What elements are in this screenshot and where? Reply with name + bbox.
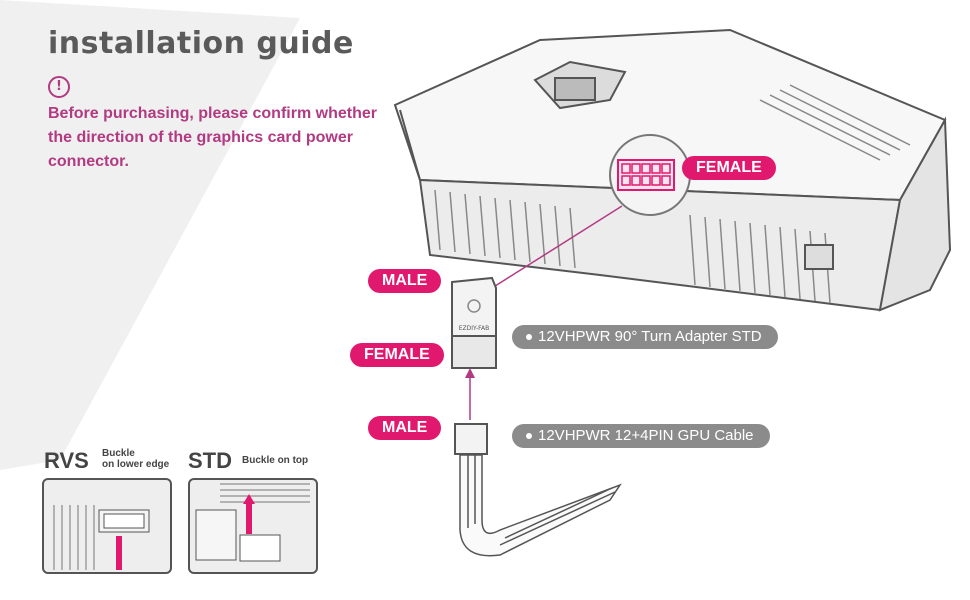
page-title: installation guide: [48, 26, 354, 61]
exclamation-circle-icon: !: [48, 76, 70, 98]
purchase-notice: Before purchasing, please confirm whethe…: [48, 105, 377, 170]
adapter-female-label: FEMALE: [350, 343, 444, 367]
std-variant-illustration: [188, 478, 318, 574]
cable-male-label: MALE: [368, 416, 442, 440]
adapter-brand: EZDIY-FAB: [458, 325, 490, 332]
rvs-variant-title: RVS: [44, 448, 89, 473]
rvs-desc-line2: on lower edge: [102, 459, 170, 470]
std-variant-title: STD: [188, 448, 232, 473]
adapter-product-label: 12VHPWR 90° Turn Adapter STD: [512, 325, 778, 349]
rvs-variant-illustration: [42, 478, 172, 574]
adapter-male-label: MALE: [368, 269, 442, 293]
rvs-desc-line1: Buckle: [102, 448, 135, 459]
adapter-product-name: 12VHPWR 90° Turn Adapter STD: [538, 328, 762, 345]
cable-product-label: 12VHPWR 12+4PIN GPU Cable: [512, 424, 770, 448]
bullet-icon: [526, 334, 532, 341]
card-female-label: FEMALE: [682, 156, 776, 180]
bullet-icon: [526, 433, 532, 440]
rvs-variant-desc: Buckle on lower edge: [102, 448, 169, 470]
cable-product-name: 12VHPWR 12+4PIN GPU Cable: [538, 427, 754, 444]
std-variant-desc: Buckle on top: [242, 455, 309, 466]
